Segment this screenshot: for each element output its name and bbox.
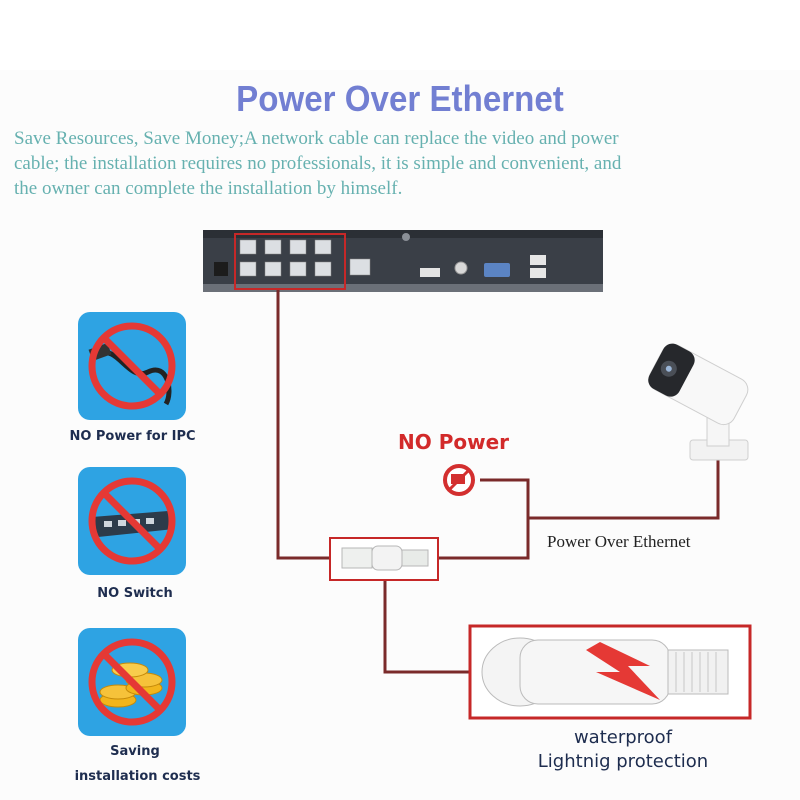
no-power-prohibit-sign [443,464,475,496]
lightning-icon [586,642,660,700]
waterproof-label: waterproof [573,727,673,748]
no-power-cable-icon [78,312,186,420]
network-cables [276,290,720,674]
intro-text: Save Resources, Save Money;A network cab… [14,126,800,201]
poe-nvr-device [203,230,603,292]
no-switch-icon [78,467,186,575]
poe-splitter [329,537,439,581]
intro-line-2: cable; the installation requires no prof… [14,153,622,174]
protection-label: waterproof Lightnig protection [528,726,718,774]
no-power-for-ipc-label: NO Power for IPC [69,429,196,444]
no-power-label: NO Power [398,430,510,454]
ip-camera [648,343,749,461]
lightning-protection-label: Lightnig protection [537,751,709,772]
no-switch-label: NO Switch [97,586,173,601]
saving-label-line2: installation costs [74,769,201,784]
coins-icon [78,628,186,736]
poe-ports-highlight [234,233,346,290]
intro-line-1: Save Resources, Save Money;A network cab… [14,128,619,149]
intro-line-3: the owner can complete the installation … [14,178,403,199]
poe-label: Power Over Ethernet [547,532,691,551]
page-title: Power Over Ethernet [236,78,564,119]
saving-label-line1: Saving [110,744,160,759]
waterproof-connector [468,624,752,720]
